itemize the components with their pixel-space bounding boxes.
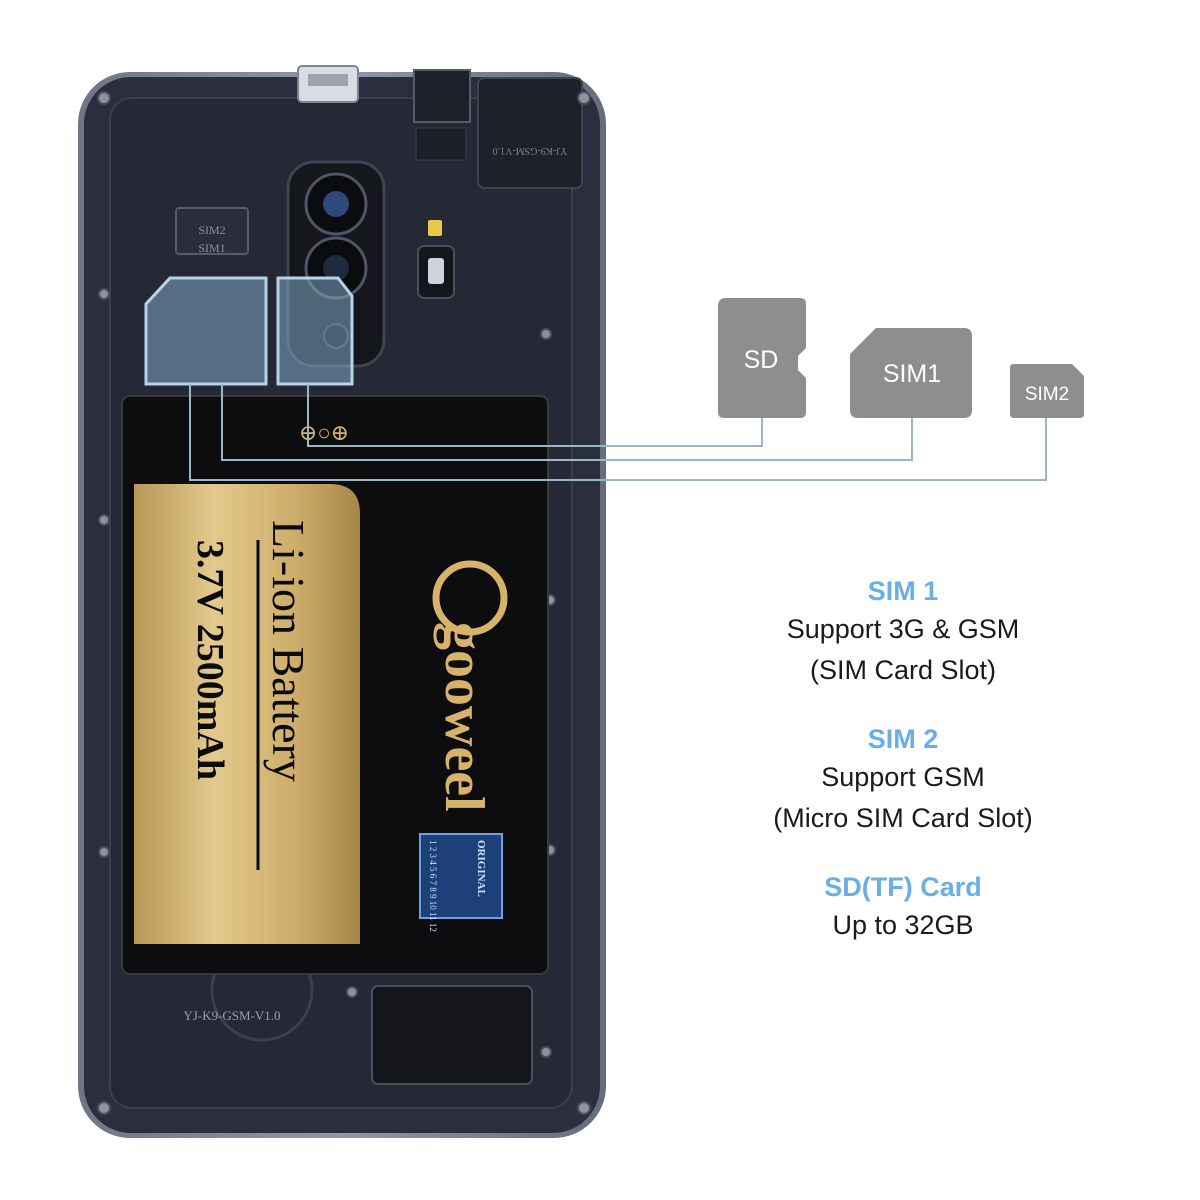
spec-sim1: SIM 1 Support 3G & GSM (SIM Card Slot) bbox=[703, 573, 1103, 691]
pcb-text: YJ-K9-GSM-V1.0 bbox=[183, 1008, 280, 1023]
callout-line-sim1 bbox=[221, 384, 913, 461]
flash-sensor-window bbox=[428, 258, 444, 284]
hologram-sticker: ORIGINAL 1 2 3 4 5 6 7 8 9 10 11 12 bbox=[419, 833, 503, 932]
screw bbox=[97, 91, 111, 105]
brand-logo: gooweel bbox=[432, 560, 508, 812]
screw bbox=[577, 1101, 591, 1115]
spec-sim2-title: SIM 2 bbox=[867, 724, 939, 754]
pcb-text-top: YJ-K9-GSM-V1.0 bbox=[493, 145, 568, 156]
camera-lens-top-inner bbox=[323, 191, 349, 217]
screw bbox=[98, 288, 110, 300]
screw bbox=[540, 1046, 552, 1058]
usb-port-inner bbox=[308, 74, 348, 86]
spec-sim1-title: SIM 1 bbox=[867, 576, 939, 606]
screws bbox=[97, 91, 591, 1115]
brand-text: gooweel bbox=[433, 622, 495, 812]
hologram-numbers: 1 2 3 4 5 6 7 8 9 10 11 12 bbox=[428, 840, 438, 932]
sim2-card-shape bbox=[1010, 364, 1084, 418]
headphone-jack bbox=[413, 69, 471, 123]
slot-label-plate bbox=[175, 207, 249, 255]
slot-label-top: SIM2 bbox=[198, 223, 225, 237]
hologram-text: ORIGINAL bbox=[475, 840, 487, 897]
screw bbox=[97, 1101, 111, 1115]
battery-type-text: Li-ion Battery bbox=[263, 520, 314, 782]
board-component bbox=[415, 127, 467, 161]
slot-label-bottom: SIM1 bbox=[198, 241, 225, 255]
callout-line-sim2 bbox=[189, 384, 1047, 481]
sim2-card-label: SIM2 bbox=[1025, 384, 1069, 405]
spec-sd-title: SD(TF) Card bbox=[824, 872, 982, 902]
screw bbox=[540, 328, 552, 340]
sd-card-shape bbox=[718, 298, 806, 418]
sd-slot-highlight bbox=[276, 276, 354, 386]
spec-sd: SD(TF) Card Up to 32GB bbox=[703, 869, 1103, 946]
camera-lens-bottom-inner bbox=[323, 255, 349, 281]
battery-gold-label bbox=[134, 484, 360, 944]
screw bbox=[98, 514, 110, 526]
sim2-card-icon: SIM2 bbox=[1010, 364, 1084, 418]
callout-line-sd bbox=[307, 384, 763, 447]
spec-sim1-line1: Support 3G & GSM bbox=[786, 614, 1020, 644]
sim1-card-label: SIM1 bbox=[883, 360, 941, 388]
battery-spec-text: 3.7V 2500mAh bbox=[189, 540, 231, 780]
spec-sd-line1: Up to 32GB bbox=[832, 910, 974, 940]
bottom-shield bbox=[371, 985, 533, 1085]
spec-sim1-line2: (SIM Card Slot) bbox=[809, 655, 997, 685]
sim1-slot-highlight bbox=[144, 276, 268, 386]
sim1-card-shape bbox=[850, 328, 972, 418]
battery: ⊖○⊕ Li-ion Battery 3.7V 2500mAh gooweel … bbox=[121, 395, 549, 975]
sim1-card-icon: SIM1 bbox=[850, 328, 972, 418]
spec-sim2-line2: (Micro SIM Card Slot) bbox=[773, 803, 1033, 833]
screw bbox=[346, 986, 358, 998]
battery-polarity: ⊖○⊕ bbox=[299, 420, 349, 445]
flash-icon bbox=[428, 220, 442, 236]
hologram-frame bbox=[419, 833, 503, 919]
screw bbox=[577, 91, 591, 105]
callout-lines bbox=[189, 384, 1047, 481]
sd-card-icon: SD bbox=[718, 298, 806, 418]
brand-logo-mark bbox=[432, 560, 508, 636]
spec-sim2: SIM 2 Support GSM (Micro SIM Card Slot) bbox=[703, 721, 1103, 839]
spec-sim2-line1: Support GSM bbox=[821, 762, 985, 792]
sd-card-label: SD bbox=[744, 346, 779, 374]
rf-shield bbox=[477, 77, 583, 189]
screw bbox=[98, 846, 110, 858]
